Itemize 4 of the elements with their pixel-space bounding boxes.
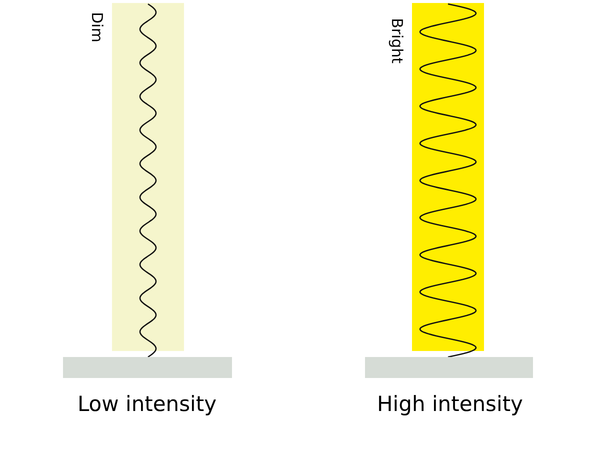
beam-label: Bright [388,18,406,64]
intensity-caption: High intensity [377,392,523,416]
intensity-caption: Low intensity [77,392,217,416]
beam-label: Dim [88,12,106,42]
